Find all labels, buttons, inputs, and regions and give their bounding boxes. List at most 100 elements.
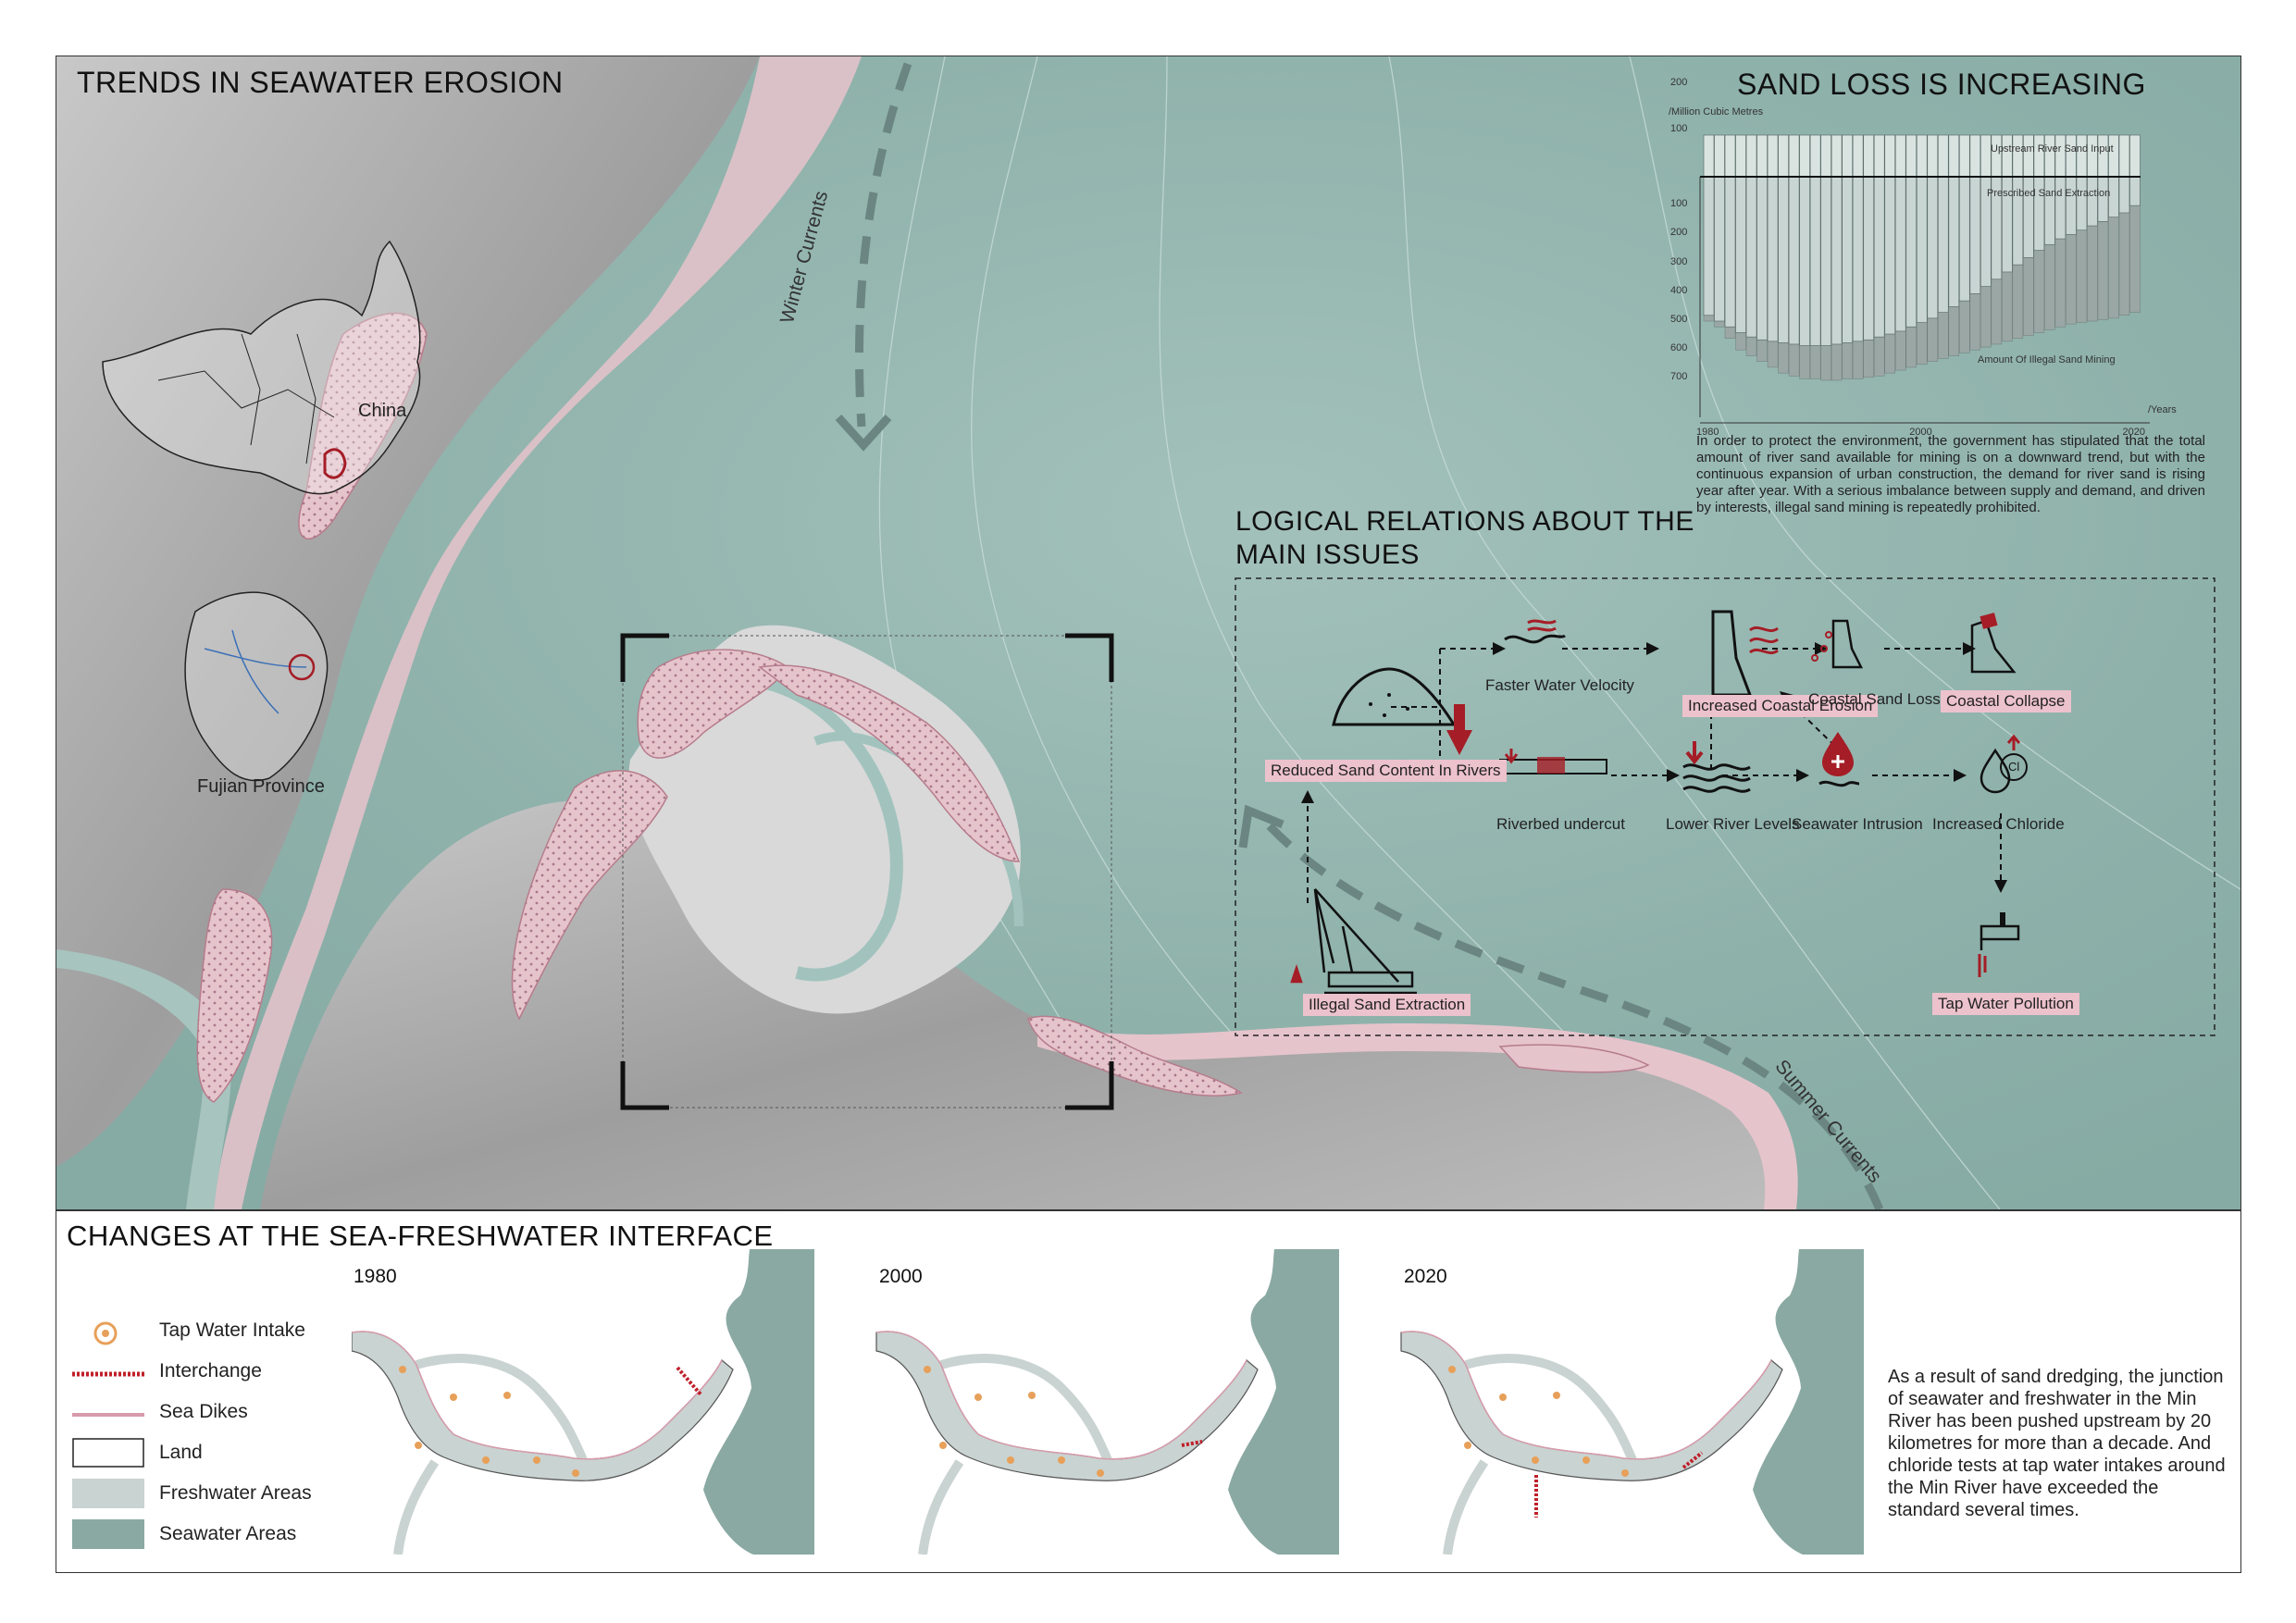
label-tap-pollution: Tap Water Pollution bbox=[1932, 993, 2079, 1015]
sea-dike-line bbox=[352, 1331, 723, 1460]
chart-xlabel: /Years bbox=[2148, 404, 2177, 415]
sea-dike-line bbox=[1400, 1331, 1772, 1460]
land-swatch bbox=[72, 1438, 144, 1468]
legend-label: Sea Dikes bbox=[159, 1401, 248, 1422]
china-provinces bbox=[157, 333, 335, 465]
sea-dike-icon bbox=[72, 1413, 144, 1417]
label-increased-chloride: Increased Chloride bbox=[1932, 815, 2065, 833]
river-tributary bbox=[918, 1459, 964, 1555]
tap-intake-dot bbox=[1621, 1469, 1629, 1477]
river-branch bbox=[1464, 1354, 1637, 1462]
series-label-upstream: Upstream River Sand Input bbox=[1991, 143, 2114, 155]
interchange-line bbox=[1181, 1440, 1203, 1447]
label-seawater-intrusion: Seawater Intrusion bbox=[1792, 815, 1923, 833]
river-tributary bbox=[393, 1459, 440, 1555]
focus-corners bbox=[620, 633, 1114, 1110]
label-faster-velocity: Faster Water Velocity bbox=[1485, 676, 1634, 694]
fujian-focus-circle bbox=[288, 653, 316, 681]
y-tick-up: 100 bbox=[1670, 123, 1688, 134]
y-tick-down: 500 bbox=[1670, 314, 1688, 325]
y-tick-down: 600 bbox=[1670, 342, 1688, 354]
label-coastal-collapse: Coastal Collapse bbox=[1941, 690, 2071, 712]
tap-intake-dot bbox=[1532, 1456, 1539, 1464]
sand-loss-heading: SAND LOSS IS INCREASING bbox=[1737, 68, 2146, 101]
seawater-swatch bbox=[72, 1519, 144, 1549]
label-lower-levels: Lower River Levels bbox=[1666, 815, 1800, 833]
tap-intake-dot bbox=[399, 1366, 406, 1373]
left-coast-strip bbox=[214, 56, 862, 1209]
summer-arrowhead bbox=[1238, 804, 1285, 849]
trends-heading: TRENDS IN SEAWATER EROSION bbox=[77, 66, 564, 99]
y-tick-up: 200 bbox=[1670, 77, 1688, 88]
summer-current-arrow bbox=[1256, 812, 1884, 1209]
legend-label: Land bbox=[159, 1442, 203, 1463]
sand-pile-icon bbox=[1332, 667, 1457, 726]
left-river bbox=[56, 949, 231, 1209]
year-1980-label: 1980 bbox=[354, 1266, 397, 1287]
tap-intake-dot bbox=[503, 1392, 511, 1399]
label-coastal-sand-loss: Coastal Sand Loss bbox=[1808, 690, 1941, 708]
china-outline bbox=[102, 240, 421, 495]
tap-intake-dot bbox=[1582, 1456, 1590, 1464]
y-tick-down: 700 bbox=[1670, 371, 1688, 383]
poster-frame bbox=[56, 56, 2241, 1573]
tap-intake-dot bbox=[415, 1442, 422, 1449]
label-coastal-erosion: Increased Coastal Erosion bbox=[1682, 695, 1879, 717]
label-reduced-sand: Reduced Sand Content In Rivers bbox=[1265, 760, 1507, 782]
river-branch bbox=[415, 1354, 588, 1462]
logical-heading-line2: MAIN ISSUES bbox=[1235, 539, 1420, 570]
interchange-line bbox=[1682, 1451, 1704, 1469]
chloride-symbol: Cl bbox=[2008, 760, 2020, 774]
tap-intake-dot bbox=[924, 1366, 931, 1373]
tap-intake-dot bbox=[1097, 1469, 1104, 1477]
focus-box bbox=[622, 635, 1112, 1109]
tap-intake-dot bbox=[1028, 1392, 1036, 1399]
seawater-area bbox=[1753, 1249, 1864, 1555]
year-2000-label: 2000 bbox=[879, 1266, 923, 1287]
sand-dike-dots bbox=[197, 313, 1241, 1102]
chloride-drop-icon bbox=[1980, 734, 2028, 794]
logic-diagram-box bbox=[1235, 577, 2215, 1036]
river-tributary bbox=[1443, 1459, 1489, 1555]
y-tick-down: 300 bbox=[1670, 255, 1688, 267]
y-tick-down: 200 bbox=[1670, 227, 1688, 239]
freshwater-swatch bbox=[72, 1479, 144, 1508]
seawater-area bbox=[703, 1249, 814, 1555]
series-label-illegal: Amount Of Illegal Sand Mining bbox=[1978, 354, 2116, 365]
lower-level-icon bbox=[1682, 741, 1751, 793]
fujian-label: Fujian Province bbox=[197, 776, 325, 797]
tap-intake-dot bbox=[572, 1469, 579, 1477]
x-tick: 1980 bbox=[1696, 427, 1719, 438]
series-label-prescribed: Prescribed Sand Extraction bbox=[1987, 188, 2111, 199]
legend-label: Seawater Areas bbox=[159, 1523, 297, 1544]
estuary-map-1980 bbox=[352, 1249, 814, 1555]
interchange-icon bbox=[72, 1371, 144, 1377]
section-divider bbox=[56, 1209, 2241, 1211]
tap-intake-dot bbox=[939, 1442, 947, 1449]
sand-loss-chart bbox=[1699, 134, 2150, 424]
tap-intake-dot bbox=[1448, 1366, 1456, 1373]
tap-intake-dot bbox=[1464, 1442, 1471, 1449]
delta-channel bbox=[701, 673, 903, 982]
tap-intake-dot bbox=[1499, 1394, 1507, 1401]
winter-current-arrow bbox=[854, 62, 912, 427]
tap-intake-dot bbox=[1553, 1392, 1560, 1399]
china-label: China bbox=[358, 401, 407, 421]
tap-intake-dot bbox=[450, 1394, 457, 1401]
interchange-line bbox=[676, 1366, 703, 1397]
y-tick-down: 100 bbox=[1670, 198, 1688, 210]
tap-intake-icon bbox=[93, 1321, 118, 1345]
river-branch bbox=[939, 1354, 1112, 1462]
map-panel: TRENDS IN SEAWATER EROSION China Fujian … bbox=[56, 56, 2240, 1209]
tap-icon bbox=[1978, 912, 2020, 977]
logical-heading-line1: LOGICAL RELATIONS ABOUT THE bbox=[1235, 506, 1694, 537]
bottom-paragraph: As a result of sand dredging, the juncti… bbox=[1888, 1367, 2226, 1520]
cliff-erosion-icon bbox=[1711, 610, 1779, 697]
sand-loss-icon bbox=[1811, 619, 1864, 669]
label-riverbed-undercut: Riverbed undercut bbox=[1496, 815, 1625, 833]
estuary-map-2020 bbox=[1400, 1249, 1864, 1555]
winter-arrowhead bbox=[835, 414, 892, 452]
wave-lines-icon bbox=[1504, 619, 1566, 644]
sand-paragraph: In order to protect the environment, the… bbox=[1696, 433, 2205, 515]
legend-label: Tap Water Intake bbox=[159, 1319, 305, 1341]
